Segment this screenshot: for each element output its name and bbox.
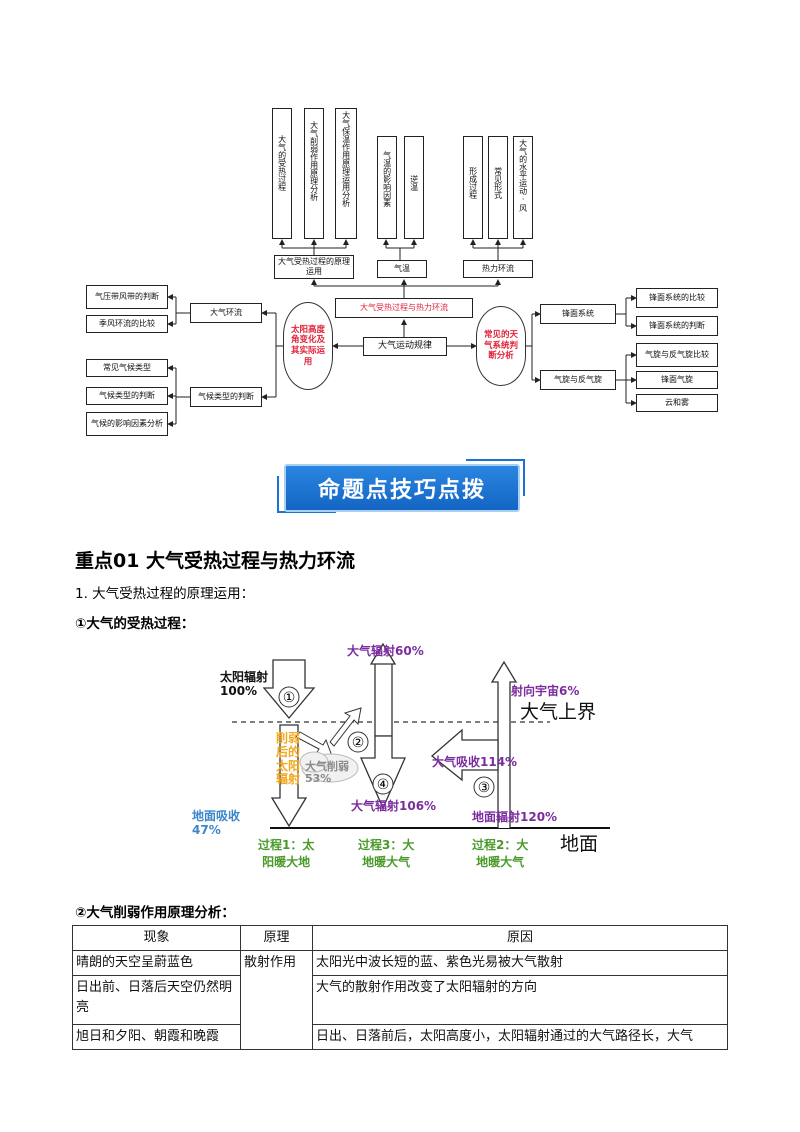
node-center-top: 大气受热过程与热力环流	[335, 298, 473, 318]
node-weakening-analysis: 大气削弱作用原理分析	[304, 108, 324, 239]
node-climate-factors: 气候的影响因素分析	[86, 412, 168, 436]
label-atm-weaken: 大气削弱	[305, 760, 349, 773]
node-monsoon: 季风环流的比较	[86, 315, 168, 333]
subheading-1: 1. 大气受热过程的原理运用：	[75, 586, 255, 602]
label-solar: 太阳辐射	[220, 670, 269, 684]
subheading-1b: ②大气削弱作用原理分析：	[75, 905, 235, 921]
label-upper-bound: 大气上界	[520, 701, 597, 723]
label-ground-absorb: 地面吸收	[192, 809, 241, 823]
node-front-compare: 锋面系统的比较	[636, 288, 718, 308]
label-process-3: 过程3：大地暖大气	[358, 838, 415, 869]
num-1: ①	[283, 690, 296, 706]
node-common-forms: 常见形式	[488, 136, 508, 239]
table-row: 日出前、日落后天空仍然明亮 大气的散射作用改变了太阳辐射的方向	[72, 975, 728, 1026]
table-row: 旭日和夕阳、朝霞和晚霞 日出、日落前后，太阳高度小，太阳辐射通过的大气路径长，大…	[72, 1024, 728, 1051]
heating-diagram: ① ② ③ ④	[232, 642, 610, 829]
node-heating-apply: 大气受热过程的原理运用	[274, 255, 354, 279]
label-atm-back: 大气辐射106%	[351, 799, 437, 813]
oval-solar-altitude: 太阳高度角变化及其实际运用	[283, 302, 333, 390]
node-climate-judge: 气候类型的判断	[190, 387, 262, 407]
node-cyclone-compare: 气旋与反气旋比较	[636, 343, 718, 367]
node-atmospheric-circulation: 大气环流	[190, 303, 262, 323]
label-solar-pct: 100%	[220, 684, 258, 698]
node-formation: 形成过程	[463, 136, 483, 239]
label-to-space: 射向宇宙6%	[511, 684, 580, 698]
oval-weather-systems: 常见的天气系统判断分析	[476, 306, 526, 386]
node-inversion: 逆温	[404, 136, 424, 239]
cell-phenomenon: 旭日和夕阳、朝霞和晚霞	[72, 1024, 241, 1051]
cell-principle: 散射作用	[240, 950, 313, 1051]
node-wind: 大气的水平运动·风	[513, 136, 533, 239]
node-front-judge: 锋面系统的判断	[636, 316, 718, 336]
table-header-row: 现象 原理 原因	[72, 924, 728, 952]
weakening-table: 现象 原理 原因 晴朗的天空呈蔚蓝色 散射作用 太阳光中波长短的蓝、紫色光易被大…	[72, 924, 728, 1051]
label-absorb: 大气吸收114%	[432, 755, 518, 769]
label-process-1: 过程1：太阳暖大地	[258, 838, 315, 869]
table-row: 晴朗的天空呈蔚蓝色 散射作用 太阳光中波长短的蓝、紫色光易被大气散射	[72, 950, 728, 1051]
node-front: 锋面系统	[540, 304, 616, 324]
label-atm-weaken-pct: 53%	[305, 772, 332, 785]
cell-reason: 日出、日落前后，太阳高度小，太阳辐射通过的大气路径长，大气	[312, 1024, 728, 1051]
header-reason: 原因	[312, 924, 728, 952]
cell-phenomenon: 日出前、日落后天空仍然明亮	[72, 975, 241, 1026]
cell-phenomenon: 晴朗的天空呈蔚蓝色	[72, 950, 241, 977]
label-ground-rad: 地面辐射120%	[472, 810, 558, 824]
node-pressure-belt: 气压带风带的判断	[86, 285, 168, 309]
cell-reason: 大气的散射作用改变了太阳辐射的方向	[312, 975, 728, 1026]
banner-title: 命题点技巧点拨	[284, 464, 520, 512]
node-climate-type-judge: 气候类型的判断	[86, 387, 168, 405]
node-temperature: 气温	[377, 260, 427, 278]
node-center: 大气运动规律	[363, 337, 447, 356]
node-heating-process: 大气的受热过程	[272, 108, 292, 239]
section-banner: 命题点技巧点拨	[276, 458, 526, 514]
num-2: ②	[352, 735, 365, 751]
label-ground-absorb-pct: 47%	[192, 823, 221, 837]
label-ground: 地面	[560, 833, 599, 855]
label-atm-rad: 大气辐射60%	[347, 644, 424, 658]
header-phenomenon: 现象	[72, 924, 241, 952]
mindmap-lines	[167, 239, 637, 427]
label-process-2: 过程2：大地暖大气	[472, 838, 529, 869]
node-thermal-circulation: 热力环流	[463, 260, 533, 278]
header-principle: 原理	[240, 924, 313, 952]
cell-reason: 太阳光中波长短的蓝、紫色光易被大气散射	[312, 950, 728, 977]
num-4: ④	[377, 777, 390, 793]
subheading-1a: ①大气的受热过程：	[75, 616, 195, 632]
section-title: 重点01 大气受热过程与热力环流	[75, 550, 356, 572]
node-frontal-cyclone: 锋面气旋	[636, 371, 718, 389]
label-weakened: 削弱后的太阳辐射	[276, 731, 301, 787]
num-3: ③	[478, 780, 491, 796]
node-climate-common: 常见气候类型	[86, 359, 168, 377]
node-insulation-analysis: 大气保温作用原理运用分析	[335, 108, 357, 239]
node-temperature-factors: 气温的影响因素	[377, 136, 397, 239]
node-cyclone: 气旋与反气旋	[540, 370, 616, 390]
banner-frame	[277, 459, 525, 513]
node-cloud-fog: 云和雾	[636, 394, 718, 412]
